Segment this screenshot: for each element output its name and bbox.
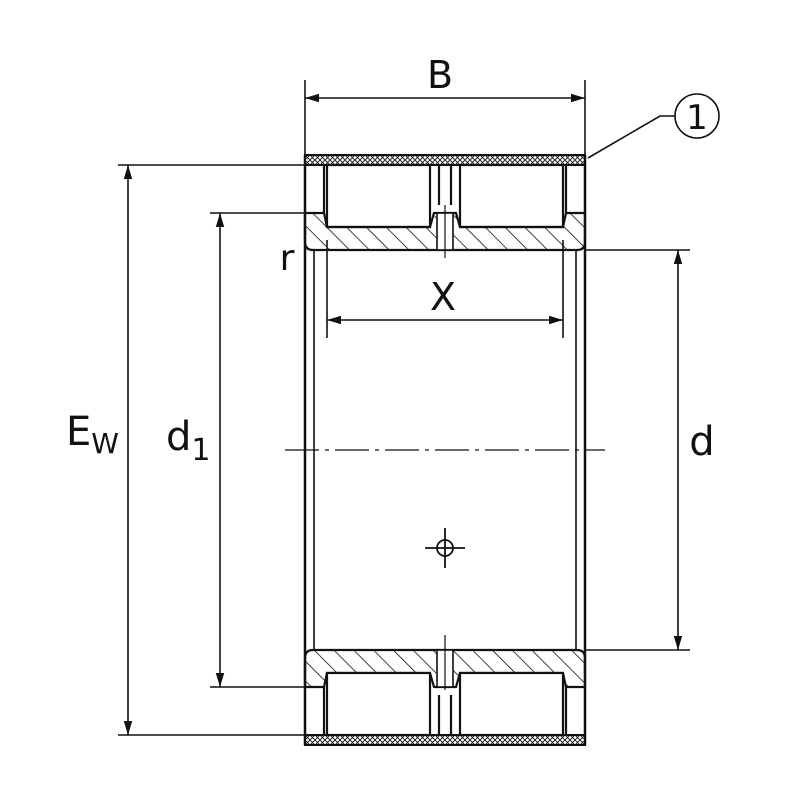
dimension-d1 — [210, 212, 305, 688]
roller-top-left — [325, 163, 432, 229]
bottom-section — [303, 635, 587, 737]
outer-coating-top — [304, 154, 586, 166]
label-callout-1: 1 — [686, 98, 708, 138]
dimension-b — [304, 80, 586, 155]
roller-bottom-left — [325, 671, 432, 737]
label-ew: EW — [66, 409, 119, 460]
dimension-x — [326, 240, 564, 338]
label-ew-subscript: W — [91, 427, 119, 460]
top-section — [303, 163, 587, 258]
dimension-ew — [118, 164, 305, 736]
label-d1-subscript: 1 — [191, 433, 210, 468]
dimension-d — [585, 249, 690, 651]
lubrication-symbol — [425, 528, 465, 568]
outer-coating-bottom — [304, 734, 586, 746]
roller-bottom-right — [458, 671, 565, 737]
label-x: X — [430, 275, 456, 319]
callout-1 — [587, 93, 720, 159]
label-r: r — [280, 238, 295, 279]
label-d1: d1 — [166, 414, 210, 468]
label-b: B — [427, 53, 453, 97]
roller-top-right — [458, 163, 565, 229]
label-d: d — [689, 419, 714, 465]
